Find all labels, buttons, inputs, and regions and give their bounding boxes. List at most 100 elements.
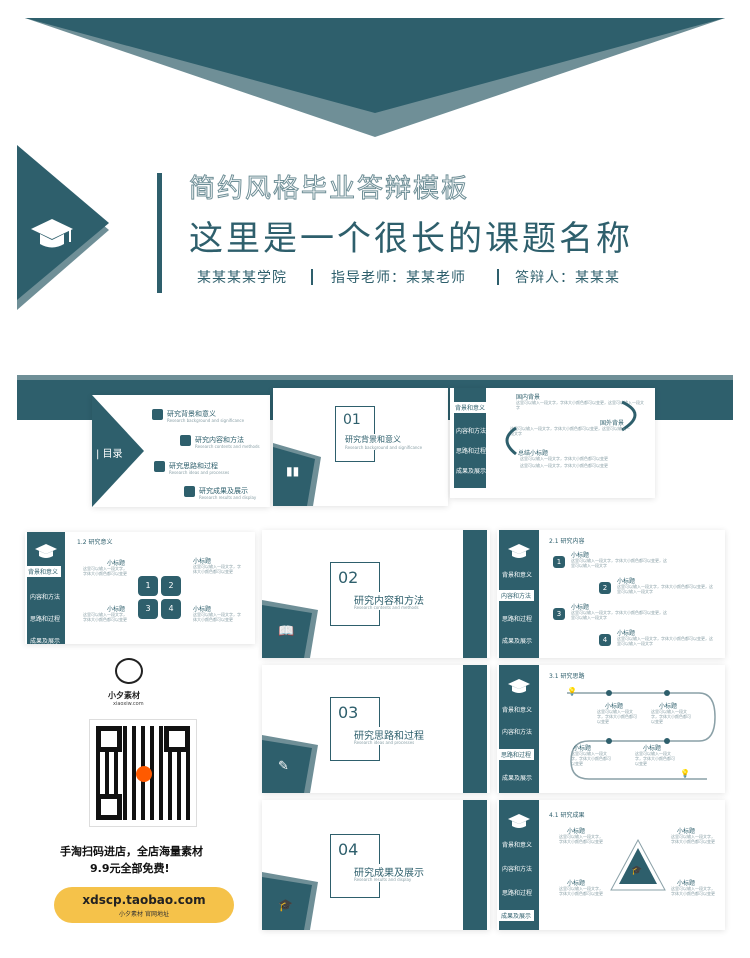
- nav-item-active[interactable]: 思路和过程: [498, 749, 535, 760]
- s31-sub-2: 小标题: [659, 703, 678, 710]
- s31-text-3: 这里可以输入一段文字，字体大小颜色都可以变更: [571, 751, 611, 766]
- graduate-icon: [184, 486, 195, 497]
- promo-panel: 小夕素材 xiaoxiw.com 手淘扫码进店，全店海量素材 9.9元全部免费!…: [0, 650, 258, 958]
- nav-item[interactable]: 内容和方法: [456, 428, 487, 435]
- s21-sub-4: 小标题: [617, 630, 636, 637]
- book-open-icon: [180, 435, 191, 446]
- section-01-num: 01: [343, 412, 361, 428]
- s21-num-1: 1: [553, 556, 565, 568]
- toc-item-en: Research ideas and processes: [169, 470, 230, 475]
- s12-sub-4: 小标题: [193, 606, 212, 613]
- nav-item[interactable]: 思路和过程: [30, 616, 61, 623]
- nav-item[interactable]: 内容和方法: [30, 594, 61, 601]
- bg-curve-right: [621, 400, 637, 432]
- edit-icon: [154, 461, 165, 472]
- bg-curve-left: [505, 426, 517, 456]
- nav-item[interactable]: 背景和意义: [502, 707, 533, 714]
- nav-item[interactable]: 内容和方法: [502, 729, 533, 736]
- section-03-corner: [262, 735, 318, 793]
- section-02-slide: 📖 02 研究内容和方法 Research contents and metho…: [262, 530, 490, 658]
- section-01-slide: ▮▮ 01 研究背景和意义 Research background and si…: [273, 388, 448, 506]
- nav-item[interactable]: 思路和过程: [456, 448, 487, 455]
- edit-icon: ✎: [278, 759, 289, 774]
- bg-heading-3: 总结小标题: [518, 450, 549, 457]
- s41-slide: 背景和意义 内容和方法 思路和过程 成果及展示 4.1 研究成果 🎓 小标题 这…: [497, 800, 725, 930]
- s31-sub-4: 小标题: [643, 745, 662, 752]
- book-open-icon: 📖: [278, 624, 295, 639]
- cover-bottom-stripe: [17, 375, 733, 380]
- s31-slide: 背景和意义 内容和方法 思路和过程 成果及展示 3.1 研究思路 💡 💡 小标题…: [497, 665, 725, 793]
- promo-url-sub: 小夕素材 官网地址: [119, 911, 169, 918]
- book-icon: [152, 409, 163, 420]
- toc-item-title: 研究思路和过程: [169, 462, 218, 470]
- section-04-en: Research results and display: [354, 877, 412, 882]
- s41-sub-4: 小标题: [677, 880, 696, 887]
- s31-sub-1: 小标题: [605, 703, 624, 710]
- s12-text-1: 这里可以输入一段文字，字体大小颜色都可以变更: [83, 566, 127, 576]
- promo-url-button[interactable]: xdscp.taobao.com 小夕素材 官网地址: [54, 887, 234, 923]
- section-04-title: 研究成果及展示: [354, 864, 424, 879]
- section-04-corner: [262, 872, 318, 930]
- section-03-title: 研究思路和过程: [354, 727, 424, 742]
- s12-num-4: 4: [161, 599, 181, 619]
- nav-item-active[interactable]: 背景和意义: [25, 566, 62, 577]
- bg-text-1: 这里可以输入一段文字，字体大小颜色都可以变更，这里可以输入一段文字: [516, 400, 644, 410]
- taobao-icon: [136, 766, 152, 782]
- bg-heading-1: 国内背景: [516, 394, 541, 401]
- section-04-num: 04: [338, 840, 359, 859]
- toc-label: | 目录: [96, 449, 123, 460]
- s41-text-1: 这里可以输入一段文字，字体大小颜色都可以变更: [559, 834, 603, 844]
- s12-num-3: 3: [138, 599, 158, 619]
- cover-top-chevron: [25, 18, 725, 137]
- background-slide: 背景和意义 内容和方法 思路和过程 成果及展示 国内背景 这里可以输入一段文字，…: [450, 388, 655, 498]
- s31-sub-3: 小标题: [573, 745, 592, 752]
- s12-sub-3: 小标题: [107, 606, 126, 613]
- nav-item[interactable]: 思路和过程: [502, 890, 533, 897]
- nav-item-active[interactable]: 内容和方法: [498, 590, 535, 601]
- nav-item[interactable]: 成果及展示: [502, 638, 533, 645]
- section-03-slide: ✎ 03 研究思路和过程 Research ideas and processe…: [262, 665, 490, 793]
- bg-text-3b: 这里可以输入一段文字，字体大小颜色都可以变更: [520, 463, 608, 468]
- nav-item[interactable]: 成果及展示: [30, 638, 61, 644]
- section-04-slide: 🎓 04 研究成果及展示 Research results and displa…: [262, 800, 490, 930]
- s12-num-2: 2: [161, 576, 181, 596]
- promo-url: xdscp.taobao.com: [82, 893, 206, 907]
- graduation-cap-icon: [508, 544, 530, 558]
- bg-heading-2: 国外背景: [600, 420, 625, 427]
- s41-header: 4.1 研究成果: [549, 812, 585, 819]
- brand-logo-icon: [115, 658, 143, 684]
- s21-num-4: 4: [599, 634, 611, 646]
- graduate-icon: 🎓: [631, 866, 643, 876]
- nav-item[interactable]: 思路和过程: [502, 616, 533, 623]
- s21-text-2: 这里可以输入一段文字，字体大小颜色都可以变更，这里可以输入一段文字: [617, 584, 713, 594]
- s41-text-3: 这里可以输入一段文字，字体大小颜色都可以变更: [559, 886, 603, 896]
- toc-triangle: [92, 395, 144, 507]
- nav-item[interactable]: 背景和意义: [502, 572, 533, 579]
- section-01-en: Research background and significance: [345, 445, 423, 450]
- nav-item[interactable]: 成果及展示: [456, 468, 487, 475]
- nav-item[interactable]: 内容和方法: [502, 866, 533, 873]
- cover-divider-bar: [157, 173, 162, 293]
- nav-item[interactable]: 成果及展示: [502, 775, 533, 782]
- graduate-icon: 🎓: [278, 898, 293, 912]
- s12-num-1: 1: [138, 576, 158, 596]
- s12-sub-2: 小标题: [193, 558, 212, 565]
- s21-num-2: 2: [599, 582, 611, 594]
- graduation-cap-icon: [31, 219, 73, 248]
- toc-item-title: 研究内容和方法: [195, 436, 244, 444]
- cover-defender: 答辩人：某某某: [515, 270, 620, 286]
- cover-advisor: 指导老师：某某老师: [331, 270, 466, 286]
- toc-item-title: 研究背景和意义: [167, 410, 216, 418]
- nav-item-active[interactable]: 成果及展示: [498, 910, 535, 921]
- s41-text-4: 这里可以输入一段文字，字体大小颜色都可以变更: [671, 886, 715, 896]
- s31-text-2: 这里可以输入一段文字，字体大小颜色都可以变更: [651, 709, 691, 724]
- nav-item[interactable]: 背景和意义: [502, 842, 533, 849]
- nav-item-active[interactable]: 背景和意义: [452, 402, 489, 413]
- cover-sep-2: [497, 269, 499, 285]
- s12-sub-1: 小标题: [107, 560, 126, 567]
- nav-strip: [463, 530, 487, 658]
- s12-text-2: 这里可以输入一段文字，字体大小颜色都可以变更: [193, 564, 241, 574]
- cover-title: 这里是一个很长的课题名称: [189, 219, 633, 259]
- qr-code[interactable]: [89, 719, 197, 827]
- section-03-en: Research ideas and processes: [354, 740, 415, 745]
